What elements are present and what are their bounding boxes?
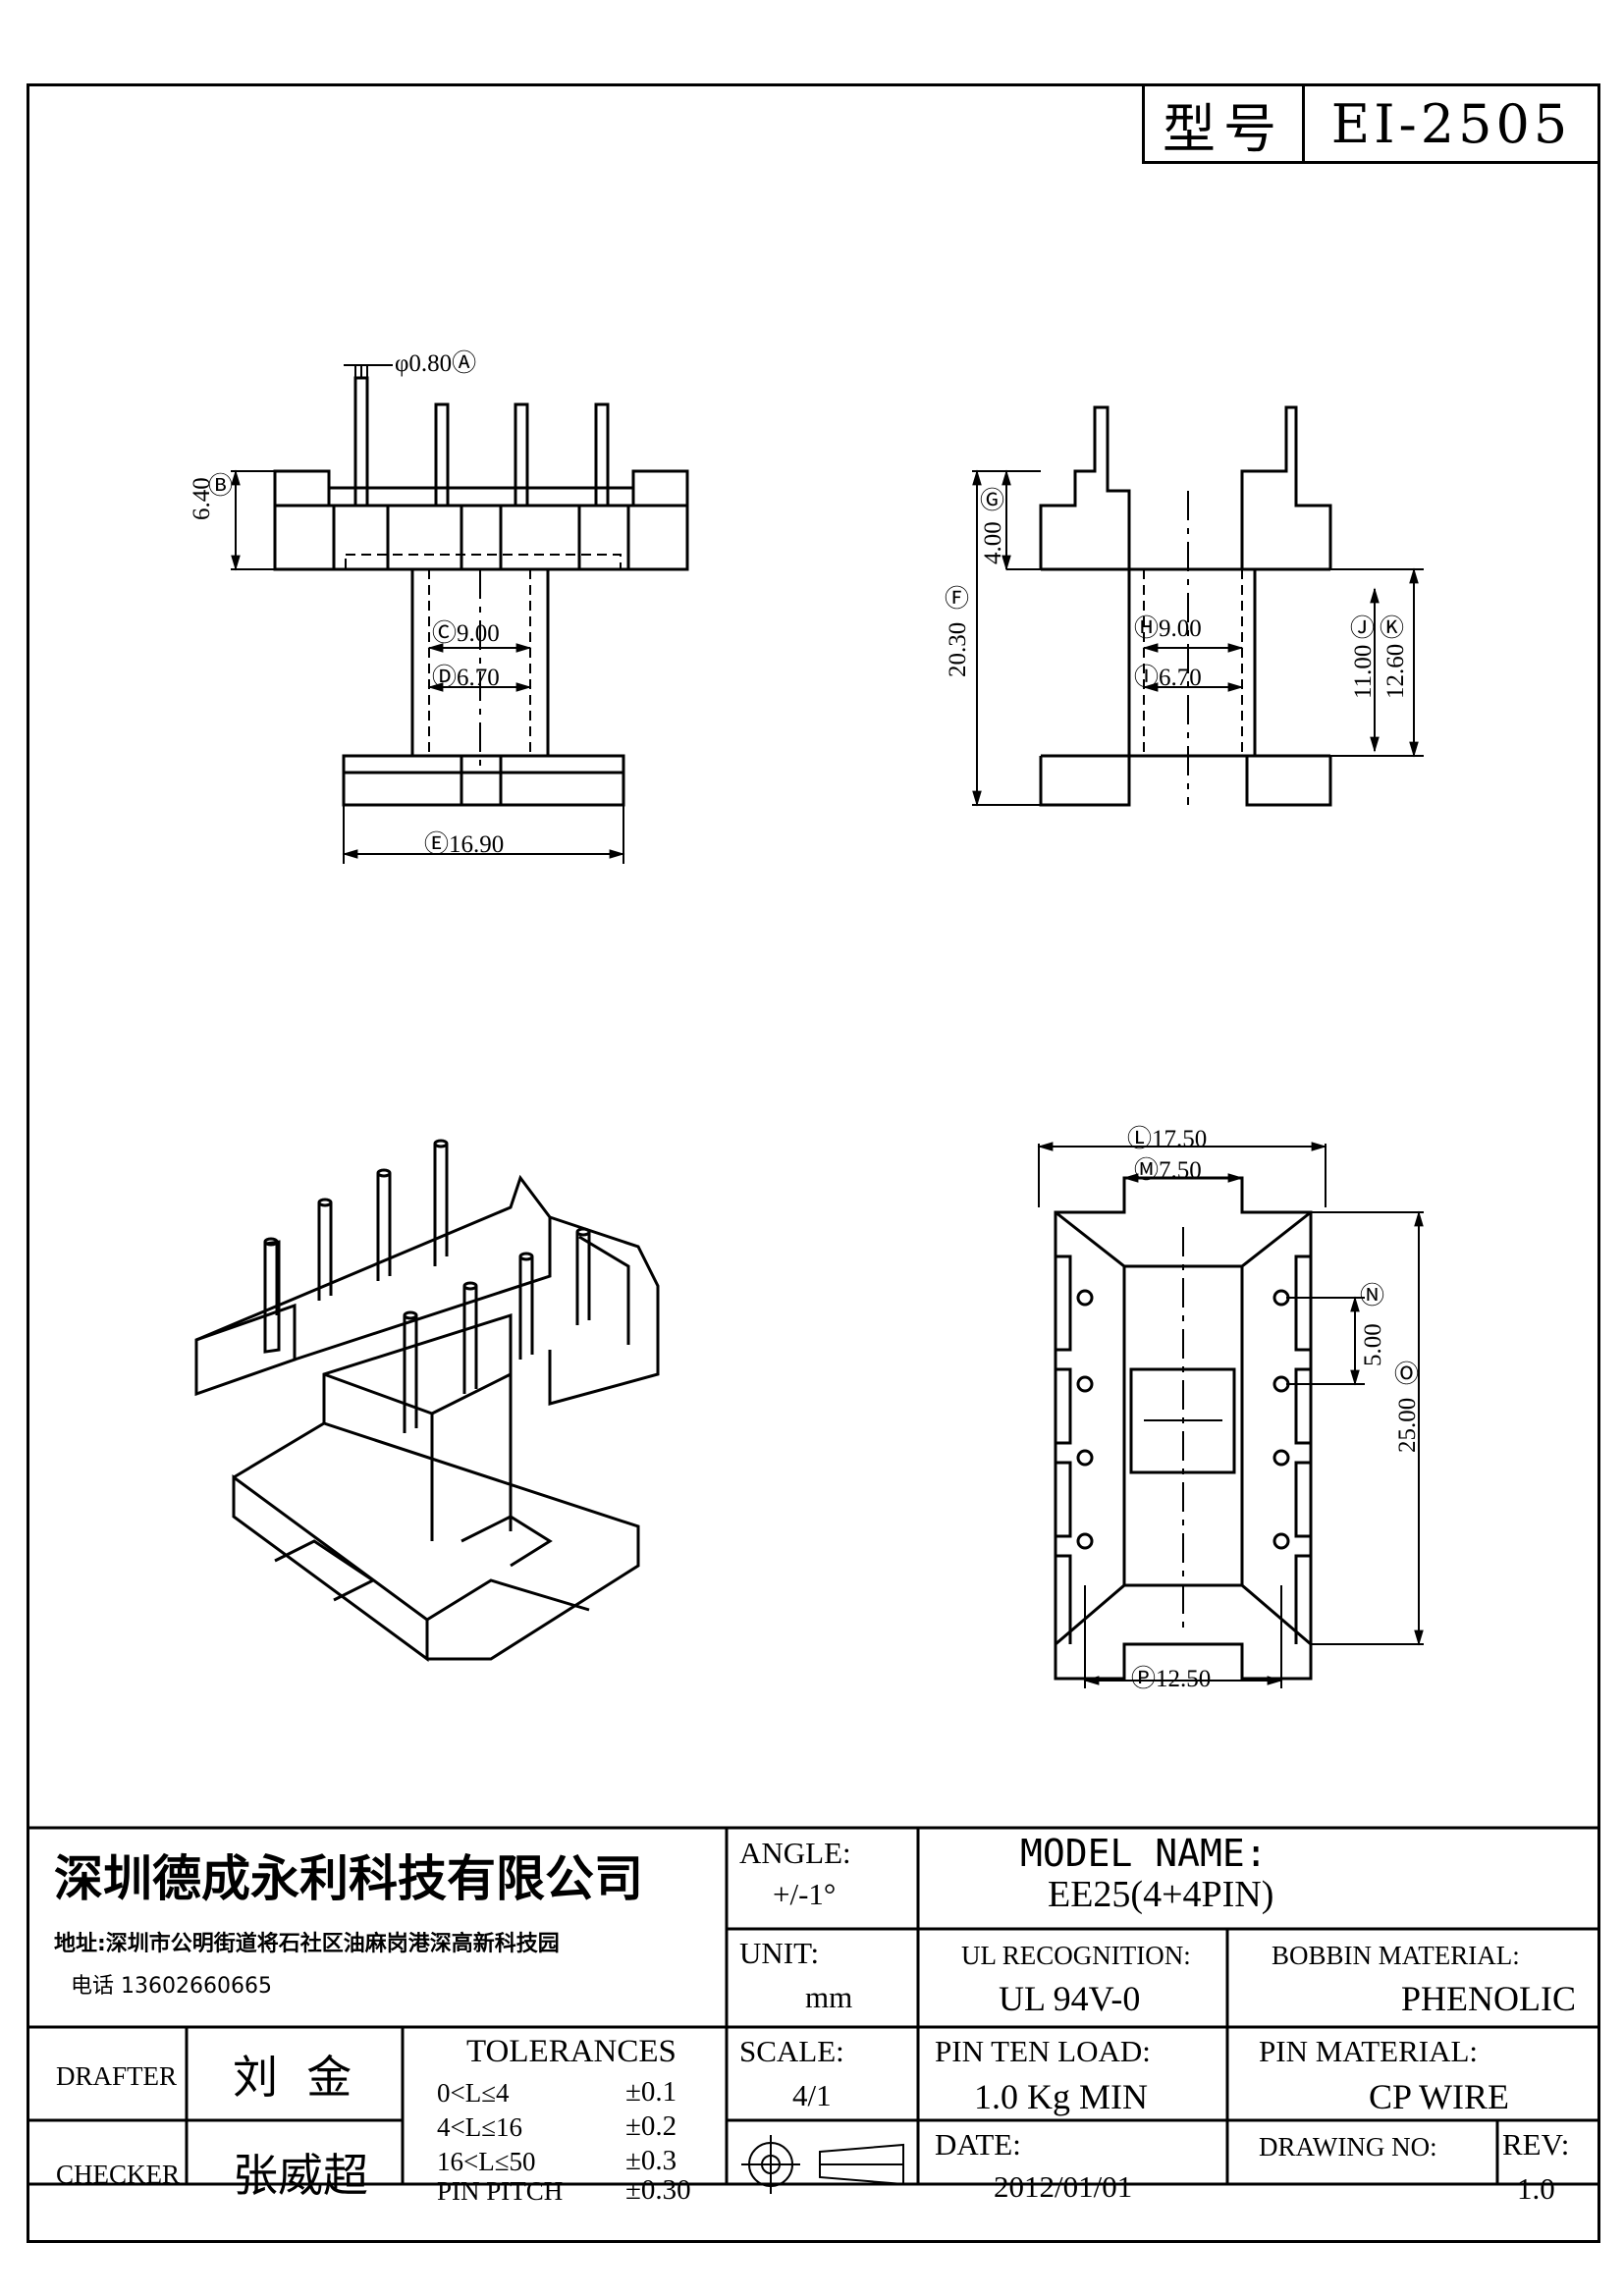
date-value: 2012/01/01 xyxy=(994,2169,1133,2204)
model-label: 型号 xyxy=(1145,86,1305,161)
tolerance-value-3: ±0.3 xyxy=(625,2145,677,2176)
bobbin-material-value: PHENOLIC xyxy=(1401,1979,1576,2018)
drafter-label: DRAFTER xyxy=(56,2061,178,2091)
dim-label-l: Ⓛ17.50 xyxy=(1127,1126,1208,1152)
company-phone: 电话 13602660665 xyxy=(71,1974,272,1999)
dim-label-c: Ⓒ9.00 xyxy=(432,620,500,647)
title-block-grid xyxy=(27,1826,1600,2194)
ul-value: UL 94V-0 xyxy=(999,1979,1141,2018)
angle-label: ANGLE: xyxy=(739,1836,851,1870)
tolerance-range-4: PIN PITCH xyxy=(437,2176,564,2206)
dim-label-m: Ⓜ7.50 xyxy=(1134,1157,1202,1184)
dim-value-j: 11.00 xyxy=(1350,644,1377,699)
pin-load-label: PIN TEN LOAD: xyxy=(935,2034,1151,2068)
isometric-view xyxy=(194,1139,660,1662)
pin-material-label: PIN MATERIAL: xyxy=(1259,2034,1479,2068)
company-name: 深圳德成永利科技有限公司 xyxy=(54,1850,643,1907)
tolerance-range-2: 4<L≤16 xyxy=(437,2112,523,2142)
model-name-value: EE25(4+4PIN) xyxy=(1048,1874,1274,1915)
dim-label-d: Ⓓ6.70 xyxy=(432,665,500,691)
ul-label: UL RECOGNITION: xyxy=(961,1941,1191,1970)
dim-value-f: 20.30 xyxy=(945,621,971,677)
tolerance-range-3: 16<L≤50 xyxy=(437,2147,536,2176)
dim-label-b: Ⓑ xyxy=(208,473,234,500)
top-view xyxy=(1037,1142,1424,1688)
dim-label-o: Ⓞ xyxy=(1394,1362,1420,1388)
title-block: 深圳德成永利科技有限公司 地址:深圳市公明街道将石社区油麻岗港深高新科技园 电话… xyxy=(27,1828,1600,2243)
rev-value: 1.0 xyxy=(1517,2171,1555,2206)
tolerance-value-4: ±0.30 xyxy=(625,2174,691,2206)
unit-value: mm xyxy=(805,1980,853,2014)
dim-label-h: Ⓗ9.00 xyxy=(1134,615,1202,642)
tolerance-value-1: ±0.1 xyxy=(625,2076,677,2108)
checker-label: CHECKER xyxy=(56,2160,181,2189)
tolerance-range-1: 0<L≤4 xyxy=(437,2078,510,2108)
dim-label-j: Ⓙ xyxy=(1350,615,1376,642)
date-value-clipped: 2012/01/01 xyxy=(994,2169,1210,2204)
dim-value-n: 5.00 xyxy=(1360,1323,1386,1366)
drafter-name: 刘 金 xyxy=(233,2051,352,2104)
rev-label: REV: xyxy=(1502,2127,1570,2162)
date-label: DATE: xyxy=(935,2127,1021,2162)
dim-label-e: Ⓔ16.90 xyxy=(424,831,505,858)
bobbin-material-label: BOBBIN MATERIAL: xyxy=(1272,1941,1520,1970)
model-name-label: MODEL NAME: xyxy=(1020,1832,1268,1875)
tolerance-row-clipped: PIN PITCH ±0.30 xyxy=(437,2174,751,2206)
dim-label-k: Ⓚ xyxy=(1380,615,1405,642)
unit-label: UNIT: xyxy=(739,1936,820,1970)
pin-load-value: 1.0 Kg MIN xyxy=(974,2077,1148,2116)
scale-value: 4/1 xyxy=(792,2078,832,2112)
rev-value-clipped: 1.0 xyxy=(1517,2171,1576,2206)
dim-value-g: 4.00 xyxy=(980,521,1006,564)
scale-label: SCALE: xyxy=(739,2034,844,2068)
dim-label-i: Ⓘ6.70 xyxy=(1134,665,1202,691)
front-view xyxy=(231,364,689,864)
tolerances-label: TOLERANCES xyxy=(466,2034,677,2069)
dim-label-n: Ⓝ xyxy=(1360,1283,1385,1309)
model-value: EI-2505 xyxy=(1330,92,1572,155)
dim-label-a: φ0.80Ⓐ xyxy=(395,350,477,377)
pin-material-value: CP WIRE xyxy=(1369,2077,1510,2116)
dim-label-f: Ⓕ xyxy=(945,586,970,613)
dim-label-p: Ⓟ12.50 xyxy=(1131,1666,1212,1692)
checker-name: 张威超 xyxy=(233,2149,368,2202)
dim-value-k: 12.60 xyxy=(1382,643,1409,699)
dim-label-g: Ⓖ xyxy=(980,488,1005,514)
tolerance-value-2: ±0.2 xyxy=(625,2110,677,2142)
angle-value: +/-1° xyxy=(773,1877,837,1911)
model-number-box: 型号 EI-2505 xyxy=(1142,83,1600,164)
dim-value-b: 6.40 xyxy=(189,477,215,520)
dim-value-o: 25.00 xyxy=(1394,1397,1421,1453)
side-view xyxy=(972,405,1424,807)
company-address: 地址:深圳市公明街道将石社区油麻岗港深高新科技园 xyxy=(54,1932,560,1956)
drawing-no-label: DRAWING NO: xyxy=(1259,2132,1437,2162)
drawing-sheet-border xyxy=(27,83,1600,2243)
